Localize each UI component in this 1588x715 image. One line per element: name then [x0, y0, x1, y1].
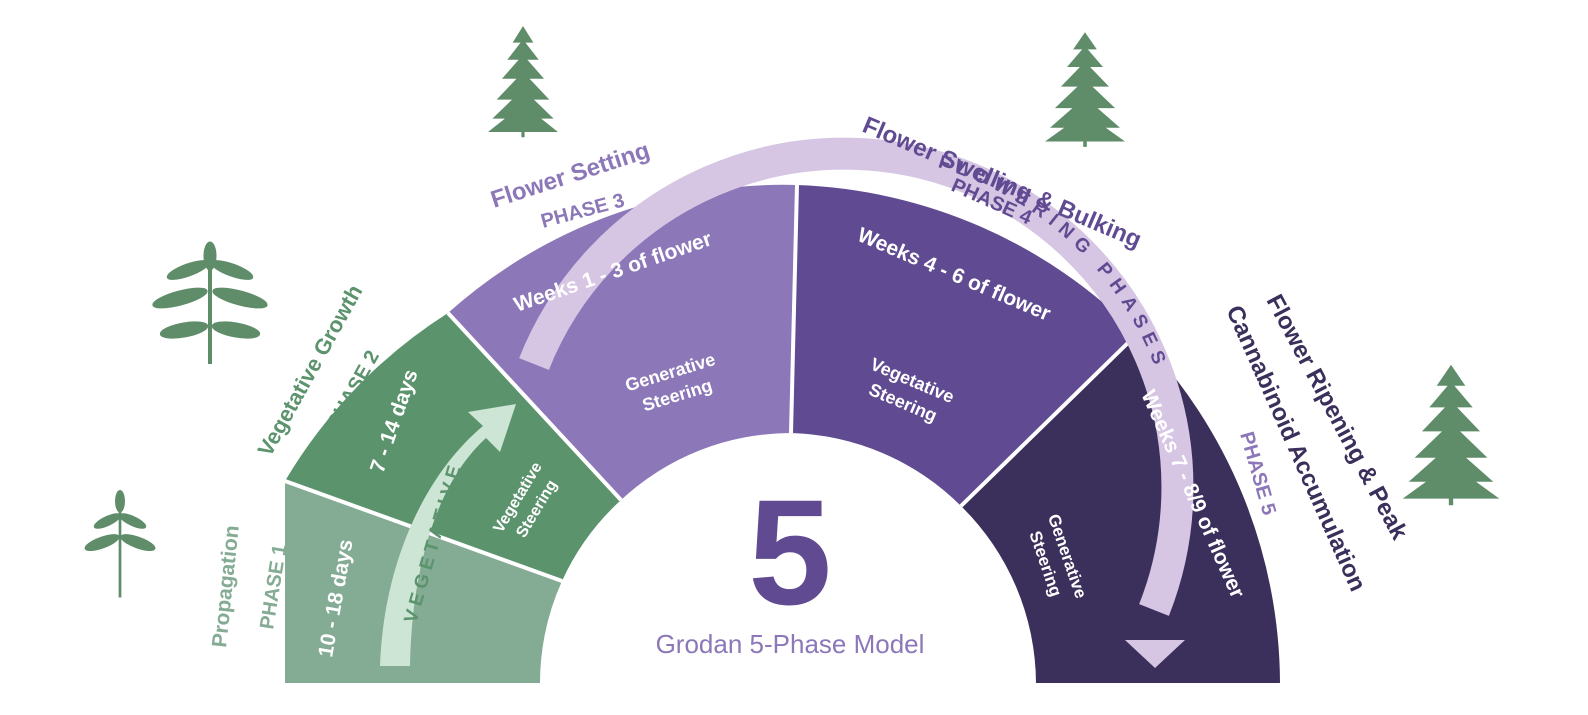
flowering-arrow — [519, 137, 1194, 616]
center-number: 5 — [748, 468, 831, 636]
phase-3-segment — [448, 184, 797, 501]
model-title: Grodan 5-Phase Model — [656, 629, 925, 659]
phase-5-segment — [961, 334, 1280, 683]
flowering-arrow-head — [1125, 640, 1185, 668]
phase-1-segment — [285, 481, 562, 683]
young-plant-icon — [152, 241, 268, 364]
seedling-icon — [84, 489, 156, 598]
phase-4-segment — [791, 185, 1137, 506]
vegetative-arrow — [380, 404, 516, 666]
mature-plant-icon — [1405, 366, 1498, 505]
phase-1-name: Propagation — [208, 524, 244, 648]
flowering-plant-icon — [487, 25, 559, 139]
bulking-plant-icon — [1044, 31, 1126, 149]
phase-2-segment — [285, 313, 621, 581]
